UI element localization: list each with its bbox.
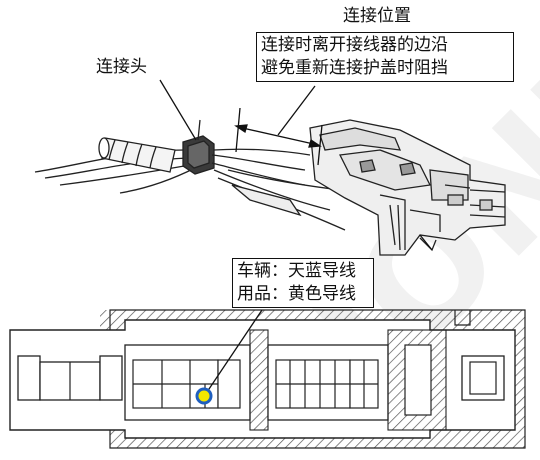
position-note-line-1: 连接时离开接线器的边沿 [261,35,448,55]
connector-head-label: 连接头 [96,57,147,77]
position-note-line-2: 避免重新连接护盖时阻挡 [261,58,448,78]
terminal-dot-icon [195,387,213,405]
wire-color-line-accessory: 用品：黄色导线 [237,284,356,304]
connector-leader-line [159,79,197,141]
position-dimension-arrow [234,107,323,166]
position-leader-line [277,85,316,136]
position-note-box: 连接时离开接线器的边沿 避免重新连接护盖时阻挡 [256,32,514,82]
position-title: 连接位置 [343,6,411,26]
wire-leader-line [206,309,263,393]
connector-harness-illustration [34,119,506,256]
housing-leader-line [419,234,433,251]
wire-color-line-vehicle: 车辆：天蓝导线 [237,261,356,281]
connector-face [9,309,526,449]
wire-color-box: 车辆：天蓝导线 用品：黄色导线 [232,258,374,308]
